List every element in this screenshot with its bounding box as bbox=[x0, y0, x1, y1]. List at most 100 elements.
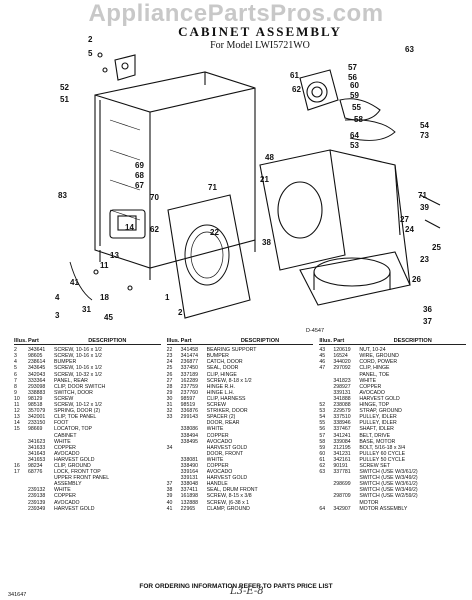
part-no: 338086 bbox=[180, 426, 198, 433]
header-part: Part bbox=[333, 338, 345, 344]
part-description: MOTOR ASSEMBLY bbox=[359, 505, 408, 512]
part-description: SCREW, 10-16 x 1/2 bbox=[54, 365, 102, 372]
part-no: 98518 bbox=[28, 402, 43, 409]
part-description: SWITCH (USE W/3/61/2) bbox=[359, 481, 418, 488]
part-no: 212195 bbox=[333, 444, 351, 451]
drive-belt bbox=[344, 119, 396, 141]
illus-no: 9 bbox=[14, 389, 17, 396]
part-no: 341653 bbox=[28, 456, 46, 463]
part-no: 339131 bbox=[333, 389, 351, 396]
illus-no: 23 bbox=[166, 353, 173, 360]
illus-no: 60 bbox=[319, 450, 326, 457]
part-no: 238088 bbox=[333, 402, 351, 409]
part-no: 132888 bbox=[180, 499, 198, 506]
callout-number: 64 bbox=[350, 131, 359, 140]
part-description: SCREW, 8-15 x 3/8 bbox=[206, 493, 252, 500]
callout-number: 60 bbox=[350, 81, 359, 90]
illus-no: 28 bbox=[166, 383, 173, 390]
illus-no: 43 bbox=[319, 347, 326, 354]
front-door bbox=[167, 194, 251, 319]
part-description: SEAL, DOOR bbox=[206, 365, 239, 372]
part-description: MOTOR bbox=[359, 499, 379, 506]
illus-no: 58 bbox=[319, 438, 326, 445]
part-description: AVOCADO bbox=[359, 389, 385, 396]
callout-number: 51 bbox=[60, 95, 69, 104]
callout-number: 1 bbox=[165, 293, 170, 302]
part-no: 341888 bbox=[333, 395, 351, 402]
part-no: 298927 bbox=[333, 383, 351, 390]
model-line: For Model LWI5721WO bbox=[210, 40, 310, 51]
part-row: PANEL, TOE bbox=[319, 372, 466, 378]
illus-no: 45 bbox=[319, 353, 326, 360]
callout-number: 39 bbox=[420, 203, 429, 212]
part-no: 238614 bbox=[28, 359, 46, 366]
illus-no: 4 bbox=[14, 359, 17, 366]
part-description: CORD, POWER bbox=[359, 359, 398, 366]
part-description: COPPER bbox=[359, 383, 382, 390]
part-no: 337411 bbox=[180, 487, 198, 494]
illus-no: 56 bbox=[319, 426, 326, 433]
part-description: CLAMP, GROUND bbox=[206, 505, 250, 512]
illus-no: 13 bbox=[14, 414, 20, 421]
part-row: MOTOR bbox=[319, 500, 466, 506]
part-no: 333364 bbox=[28, 377, 46, 384]
part-no: 338048 bbox=[180, 481, 198, 488]
callout-number: 22 bbox=[210, 228, 219, 237]
part-description: PULLEY, IDLER bbox=[359, 414, 397, 421]
part-description: HARVEST GOLD bbox=[206, 444, 248, 451]
part-description: SPRING, DOOR (2) bbox=[54, 408, 101, 415]
part-description: PANEL, TOE bbox=[359, 371, 390, 378]
callout-number: 59 bbox=[350, 91, 359, 100]
header-illus: Illus. bbox=[166, 338, 180, 344]
part-description: CLIP, HINGE bbox=[359, 365, 390, 372]
callout-number: 11 bbox=[100, 261, 109, 270]
part-no: 239349 bbox=[28, 505, 46, 512]
callout-number: 26 bbox=[412, 275, 421, 284]
callout-number: 62 bbox=[292, 85, 301, 94]
part-no: 239139 bbox=[28, 499, 46, 506]
part-description: SPACER (2) bbox=[206, 414, 236, 421]
illus-no: 8 bbox=[14, 383, 17, 390]
part-description: SWITCH (USE W/2/59/2) bbox=[359, 493, 418, 500]
callout-number: 27 bbox=[400, 215, 409, 224]
callout-number: 21 bbox=[260, 175, 269, 184]
part-no: 339164 bbox=[180, 469, 198, 476]
part-no: 341643 bbox=[28, 450, 46, 457]
part-description: SWITCH (USE W/3/61/2) bbox=[359, 469, 418, 476]
illus-no: 31 bbox=[166, 402, 173, 409]
part-no: 338494 bbox=[180, 432, 198, 439]
illus-no: 61 bbox=[319, 456, 326, 463]
part-description: COPPER bbox=[54, 493, 76, 500]
illus-no: 55 bbox=[319, 420, 326, 427]
part-description: HARVEST GOLD bbox=[54, 505, 95, 512]
callout-number: 61 bbox=[290, 71, 299, 80]
motor-assembly bbox=[299, 69, 339, 111]
part-description: BELT, DRIVE bbox=[359, 432, 391, 439]
part-no: 90191 bbox=[333, 462, 348, 469]
callout-number: 67 bbox=[135, 181, 144, 190]
part-description: PULLEY 60 CYCLE bbox=[359, 450, 406, 457]
